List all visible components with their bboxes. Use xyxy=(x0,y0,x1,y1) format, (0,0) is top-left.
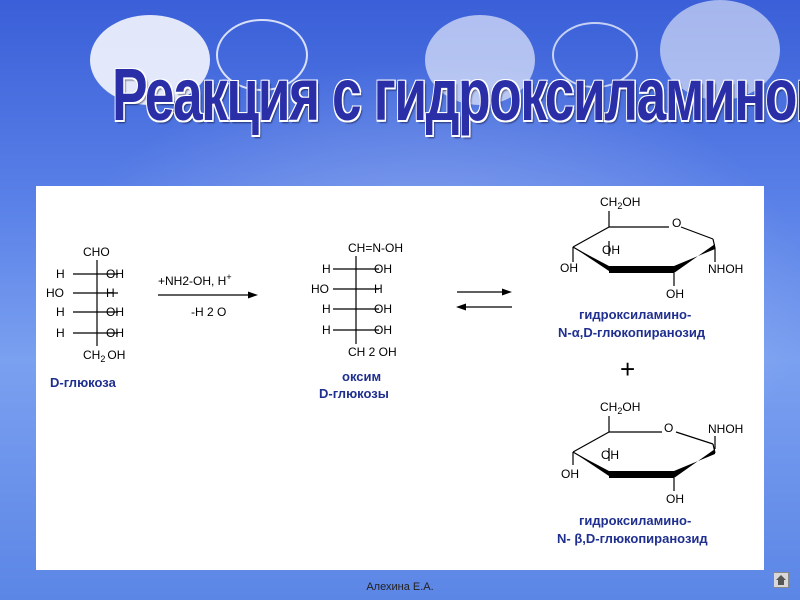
oxime-top: CH=N-OH xyxy=(348,241,403,255)
home-icon xyxy=(776,575,786,585)
beta-ch2oh: CH2OH xyxy=(600,400,640,416)
oxime-bottom: CH 2 OH xyxy=(348,345,397,359)
glucose-row3-right: OH xyxy=(106,305,124,319)
glucose-row1-left: H xyxy=(56,267,65,281)
glucose-row2-right: H xyxy=(106,286,115,300)
alpha-label-line1: гидроксиламино- xyxy=(579,307,691,322)
oxime-label-line2: D-глюкозы xyxy=(319,386,389,401)
beta-label-line2: N- β,D-глюкопиранозид xyxy=(557,531,708,546)
beta-oh-c3: OH xyxy=(601,448,619,462)
glucose-row3-left: H xyxy=(56,305,65,319)
beta-pyranose: CH2OH O OH OH OH NHOH гидроксиламино- N-… xyxy=(557,400,743,546)
alpha-oh-c4: OH xyxy=(560,261,578,275)
beta-oh-c2: OH xyxy=(666,492,684,506)
beta-nhoh: NHOH xyxy=(708,422,743,436)
plus-sign: + xyxy=(620,354,635,384)
equilibrium-arrows xyxy=(456,288,512,311)
oxime-fischer: CH=N-OH H OH HO H H OH H OH CH 2 OH окси… xyxy=(311,241,403,401)
oxime-row2-left: HO xyxy=(311,282,329,296)
oxime-row2-right: H xyxy=(374,282,383,296)
bg-circle xyxy=(660,0,780,100)
oxime-row1-left: H xyxy=(322,262,331,276)
alpha-ch2oh: CH2OH xyxy=(600,195,640,211)
alpha-oh-c2: OH xyxy=(666,287,684,301)
glucose-row4-right: OH xyxy=(106,326,124,340)
oxime-row4-left: H xyxy=(322,323,331,337)
byproduct-text: -H 2 O xyxy=(191,305,226,319)
page-title: Реакция с гидроксиламином xyxy=(112,53,800,136)
bg-circle xyxy=(90,15,210,105)
oxime-row1-right: OH xyxy=(374,262,392,276)
alpha-ring-o: O xyxy=(672,216,681,230)
glucose-row2-left: HO xyxy=(46,286,64,300)
oxime-row3-right: OH xyxy=(374,302,392,316)
reaction-arrow: +NH2-OH, H+ -H 2 O xyxy=(158,272,258,319)
oxime-row4-right: OH xyxy=(374,323,392,337)
oxime-label-line1: оксим xyxy=(342,369,381,384)
glucose-row1-right: OH xyxy=(106,267,124,281)
beta-ring-o: O xyxy=(664,421,673,435)
author-footer: Алехина Е.А. xyxy=(366,581,434,593)
glucose-row4-left: H xyxy=(56,326,65,340)
alpha-pyranose: CH2OH O OH OH OH NHOH гидроксиламино- N-… xyxy=(558,195,743,340)
alpha-nhoh: NHOH xyxy=(708,262,743,276)
glucose-cho: CHO xyxy=(83,245,110,259)
slide-nav-button[interactable] xyxy=(773,572,789,588)
beta-label-line1: гидроксиламино- xyxy=(579,513,691,528)
alpha-oh-c3: OH xyxy=(602,243,620,257)
glucose-label: D-глюкоза xyxy=(50,375,117,390)
reagent-text: +NH2-OH, H+ xyxy=(158,272,232,288)
beta-oh-c4: OH xyxy=(561,467,579,481)
oxime-row3-left: H xyxy=(322,302,331,316)
alpha-label-line2: N-α,D-глюкопиранозид xyxy=(558,325,706,340)
